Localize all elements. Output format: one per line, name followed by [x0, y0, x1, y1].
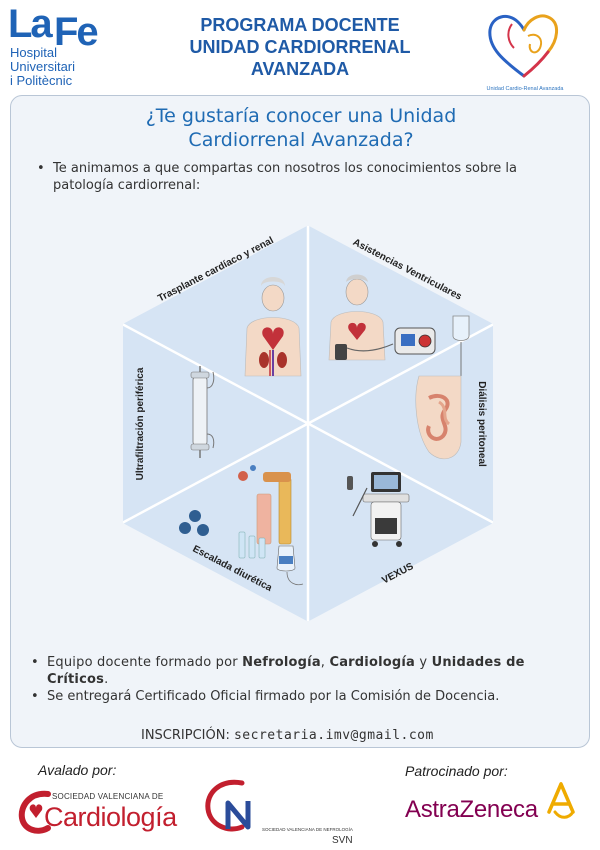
logo-line-politecnic: i Politècnic	[10, 73, 73, 88]
vad-illustration-icon	[328, 274, 436, 361]
title-line-3: AVANZADA	[250, 59, 350, 79]
logo-line-hospital: Hospital	[10, 45, 57, 60]
heart-logo-icon	[488, 14, 558, 78]
logo-la-text: La	[8, 2, 53, 46]
logo-line-universitari: Universitari	[10, 59, 76, 74]
team-suffix: .	[104, 672, 109, 687]
team-cardiologia: Cardiología	[329, 655, 416, 670]
main-question: ¿Te gustaría conocer una Unidad Cardiorr…	[21, 104, 581, 152]
title-line-2: UNIDAD CARDIORRENAL	[189, 37, 411, 57]
bullet-dot: •	[37, 161, 45, 176]
unit-logo-caption: Unidad Cardio-Renal Avanzada	[486, 86, 564, 92]
registration-label: INSCRIPCIÓN:	[141, 728, 230, 743]
bullet-dot: •	[31, 689, 39, 704]
svc-small-text: SOCIEDAD VALENCIANA DE	[52, 792, 164, 801]
question-line-1: ¿Te gustaría conocer una Unidad	[145, 105, 457, 127]
svn-logo-icon	[205, 779, 251, 832]
bullet-dot: •	[31, 655, 39, 670]
sponsored-by-label: Patrocinado por:	[405, 763, 508, 779]
endorsed-by-label: Avalado por:	[38, 762, 117, 778]
astrazeneca-logo: AstraZeneca	[405, 782, 585, 834]
team-text: Equipo docente formado por Nefrología, C…	[47, 654, 577, 688]
logo-fe-text: Fe	[54, 10, 99, 54]
team-prefix: Equipo docente formado por	[47, 655, 243, 670]
registration-line: INSCRIPCIÓN: secretaria.imv@gmail.com	[141, 728, 434, 743]
svc-cardiologia-logo: SOCIEDAD VALENCIANA DE Cardiología	[18, 786, 188, 838]
topic-dialysis-label: Diálisis peritoneal	[476, 381, 487, 467]
question-line-2: Cardiorrenal Avanzada?	[188, 129, 414, 151]
team-sep-2: y	[415, 655, 432, 670]
topic-ultrafiltration-label: Ultrafiltración periférica	[135, 367, 146, 480]
team-sep-1: ,	[320, 655, 330, 670]
topics-hexagon: Trasplante cardíaco y renal Asistencias …	[123, 226, 493, 621]
team-nefrologia: Nefrología	[242, 655, 321, 670]
svc-heart-icon	[18, 790, 51, 834]
dialysis-illustration-icon	[415, 315, 470, 460]
certificate-text: Se entregará Certificado Oficial firmado…	[47, 689, 500, 704]
ultrafiltration-filter-icon	[190, 366, 215, 458]
team-criticos: Unidades de Críticos	[47, 655, 525, 687]
registration-email[interactable]: secretaria.imv@gmail.com	[233, 728, 434, 743]
svn-nefrologia-logo: SOCIEDAD VALENCIANA DE NEFROLOGÍA SVN	[200, 775, 370, 847]
intro-text: Te animamos a que compartas con nosotros…	[53, 161, 517, 193]
svn-small-text: SOCIEDAD VALENCIANA DE NEFROLOGÍA	[262, 827, 353, 832]
title-line-1: PROGRAMA DOCENTE	[200, 15, 400, 35]
svc-big-text: Cardiología	[44, 802, 177, 832]
main-card: ¿Te gustaría conocer una Unidad Cardiorr…	[10, 95, 590, 748]
astrazeneca-text: AstraZeneca	[405, 796, 538, 823]
diuretics-illustration-icon	[179, 465, 304, 586]
astrazeneca-symbol-icon	[547, 782, 575, 819]
ultrasound-illustration-icon	[347, 472, 410, 547]
transplant-illustration-icon	[244, 277, 302, 377]
program-title: PROGRAMA DOCENTE UNIDAD CARDIORRENAL AVA…	[150, 14, 450, 80]
unit-logo: Unidad Cardio-Renal Avanzada	[470, 6, 580, 96]
hospital-la-fe-logo: La Fe Hospital Universitari i Politècnic	[8, 4, 118, 90]
svn-big-text: SVN	[332, 835, 353, 846]
